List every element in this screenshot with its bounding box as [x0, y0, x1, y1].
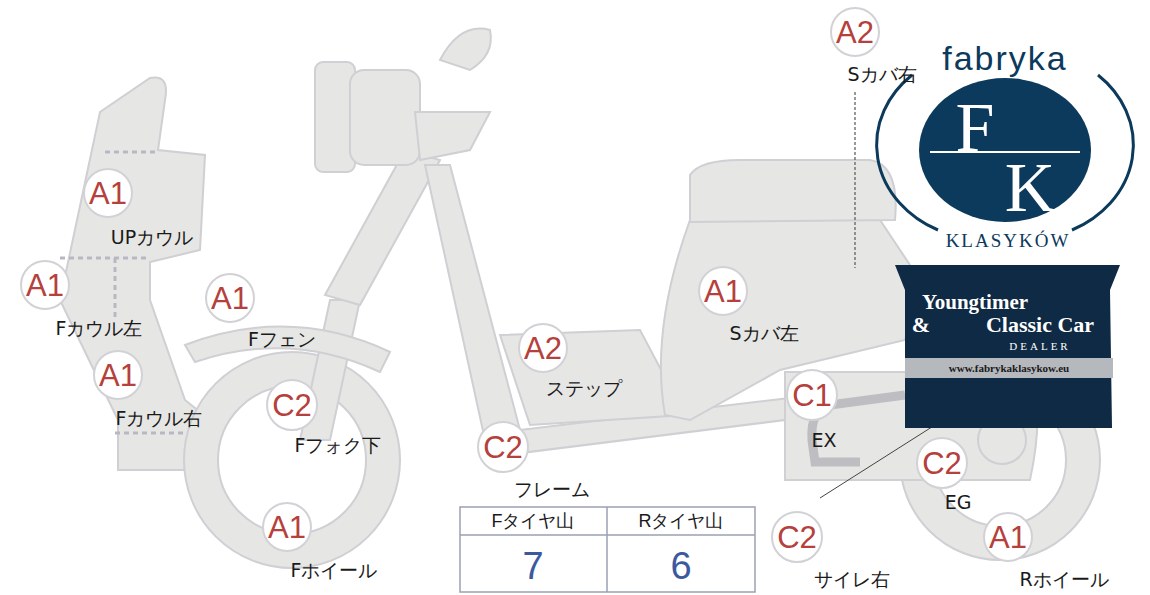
part-name: Fカウル右	[116, 408, 203, 429]
callout-number: A2	[524, 333, 562, 364]
part-name: サイレ右	[814, 569, 890, 590]
logo-url: www.fabrykaklasykow.eu	[949, 363, 1069, 374]
callout-number: A1	[99, 360, 137, 391]
logo-letter: F	[956, 93, 995, 163]
callout-number: A2	[836, 17, 874, 48]
grade-circle: A1Fカウル左	[20, 260, 70, 310]
grade-circle: C2EG	[916, 437, 968, 489]
grade-circle: A1Rホイール	[983, 512, 1033, 562]
part-name: Sカバ左	[729, 323, 798, 344]
part-name: UPカウル	[111, 227, 193, 248]
logo-text: KLASYKÓW	[946, 231, 1071, 250]
part-name: フレーム	[514, 479, 590, 500]
grade-circle: A1UPカウル	[83, 168, 133, 218]
table-header: Fタイヤ山	[492, 512, 575, 530]
grade-circle: A2Sカバ右	[830, 7, 880, 57]
grade-circle: A1Fホイール	[262, 502, 312, 552]
part-name: EX	[811, 430, 836, 451]
part-name: Sカバ右	[847, 64, 916, 85]
callout-number: C2	[272, 390, 312, 421]
callout-number: C2	[777, 522, 817, 553]
grade-circle: C1EX	[786, 369, 838, 421]
table-cell: 6	[670, 547, 691, 585]
part-name: Rホイール	[1019, 569, 1108, 590]
table-header: Rタイヤ山	[639, 512, 724, 530]
callout-number: C1	[792, 380, 832, 411]
logo-text: DEALER	[1009, 341, 1070, 352]
table-cell: 7	[522, 547, 543, 585]
part-name: ステップ	[546, 378, 622, 399]
callout-number: A1	[268, 512, 306, 543]
grade-circle: A1Fカウル右	[93, 350, 143, 400]
logo-text: Classic Car	[986, 314, 1094, 336]
part-name: Fフェン	[248, 329, 316, 350]
logo-text: Youngtimer	[922, 292, 1028, 313]
grade-circle: C2サイレ右	[771, 511, 823, 563]
callout-number: C2	[483, 432, 523, 463]
grade-circle: A1Sカバ左	[698, 266, 748, 316]
callout-number: A1	[704, 276, 742, 307]
callout-number: A1	[211, 283, 249, 314]
grade-circle: C2フレーム	[477, 421, 529, 473]
part-name: EG	[945, 492, 972, 513]
grade-circle: A1Fフェン	[205, 273, 255, 323]
logo-text: &	[912, 314, 930, 336]
callout-number: C2	[922, 448, 962, 479]
grade-circle: A2ステップ	[518, 323, 568, 373]
callout-number: A1	[89, 178, 127, 209]
callout-number: A1	[989, 522, 1027, 553]
logo-letter: K	[1005, 153, 1056, 223]
logo-text: fabryka	[942, 41, 1068, 75]
part-name: Fホイール	[291, 560, 378, 581]
part-name: Fフォク下	[295, 435, 382, 456]
grade-circle: C2Fフォク下	[266, 379, 318, 431]
part-name: Fカウル左	[56, 318, 143, 339]
callout-number: A1	[26, 270, 64, 301]
